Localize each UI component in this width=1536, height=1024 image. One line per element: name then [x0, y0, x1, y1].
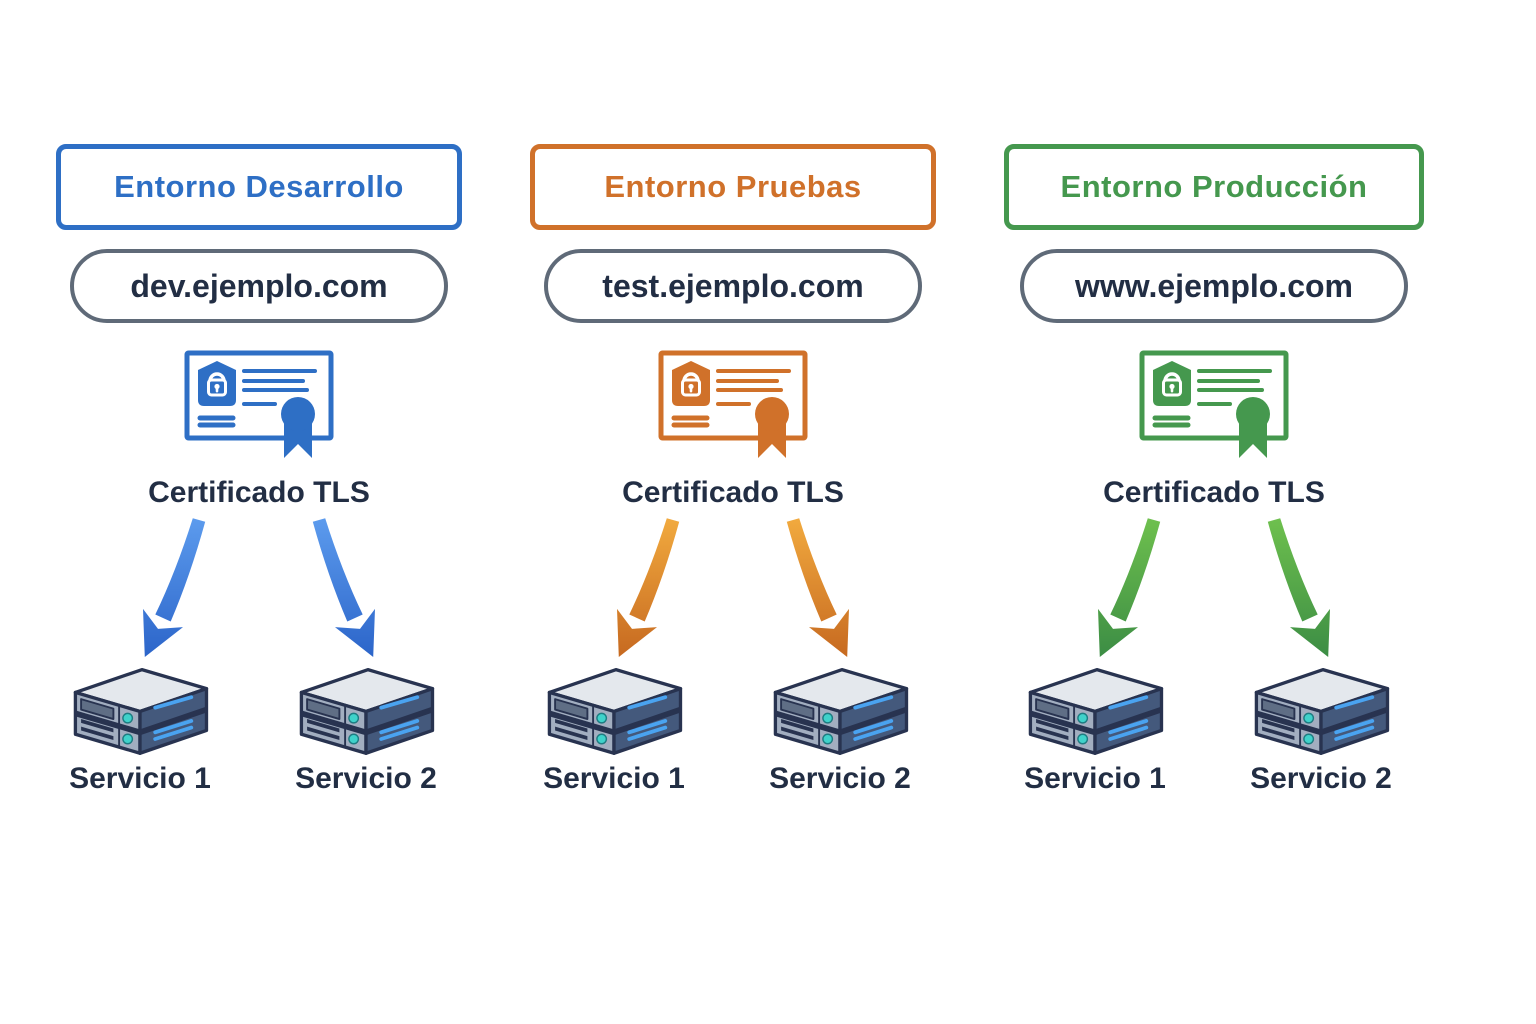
environment-title: Entorno Pruebas [604, 169, 862, 204]
environment-column-produccion: Entorno Producción www.ejemplo.com Certi… [974, 0, 1454, 1024]
environment-title: Entorno Producción [1060, 169, 1368, 204]
certificate-label: Certificado TLS [622, 476, 844, 509]
domain-pill: test.ejemplo.com [544, 249, 922, 323]
domain-name: www.ejemplo.com [1075, 267, 1353, 304]
server-stack-icon [1245, 658, 1397, 763]
lock-badge-icon [198, 361, 236, 406]
service-label: Servicio 1 [69, 762, 211, 795]
ribbon-seal-icon [284, 422, 312, 458]
tls-certificate-icon [658, 350, 808, 458]
domain-name: test.ejemplo.com [602, 267, 864, 304]
domain-pill: dev.ejemplo.com [70, 249, 448, 323]
domain-pill: www.ejemplo.com [1020, 249, 1408, 323]
fanout-arrows [143, 518, 375, 657]
down-arrow-icon [786, 518, 849, 657]
domain-name: dev.ejemplo.com [130, 267, 388, 304]
down-arrow-icon [1098, 518, 1161, 657]
ribbon-seal-icon [1239, 422, 1267, 458]
down-arrow-icon [617, 518, 680, 657]
server-stack-icon [290, 658, 442, 763]
lock-badge-icon [1153, 361, 1191, 406]
fanout-arrows [617, 518, 849, 657]
down-arrow-icon [1267, 518, 1330, 657]
down-arrow-icon [312, 518, 375, 657]
environment-title: Entorno Desarrollo [114, 169, 404, 204]
service-label: Servicio 2 [1250, 762, 1392, 795]
server-stack-icon [1019, 658, 1171, 763]
environment-column-pruebas: Entorno Pruebas test.ejemplo.com Certifi… [493, 0, 973, 1024]
lock-badge-icon [672, 361, 710, 406]
tls-certificate-icon [184, 350, 334, 458]
service-label: Servicio 2 [769, 762, 911, 795]
environment-column-desarrollo: Entorno Desarrollo dev.ejemplo.com Certi… [19, 0, 499, 1024]
service-label: Servicio 1 [1024, 762, 1166, 795]
down-arrow-icon [143, 518, 206, 657]
certificate-label: Certificado TLS [1103, 476, 1325, 509]
certificate-label: Certificado TLS [148, 476, 370, 509]
service-label: Servicio 2 [295, 762, 437, 795]
environment-title-box: Entorno Desarrollo [56, 144, 462, 230]
service-label: Servicio 1 [543, 762, 685, 795]
tls-certificate-icon [1139, 350, 1289, 458]
environment-title-box: Entorno Pruebas [530, 144, 936, 230]
server-stack-icon [64, 658, 216, 763]
ribbon-seal-icon [758, 422, 786, 458]
fanout-arrows [1098, 518, 1330, 657]
environment-title-box: Entorno Producción [1004, 144, 1424, 230]
server-stack-icon [764, 658, 916, 763]
server-stack-icon [538, 658, 690, 763]
